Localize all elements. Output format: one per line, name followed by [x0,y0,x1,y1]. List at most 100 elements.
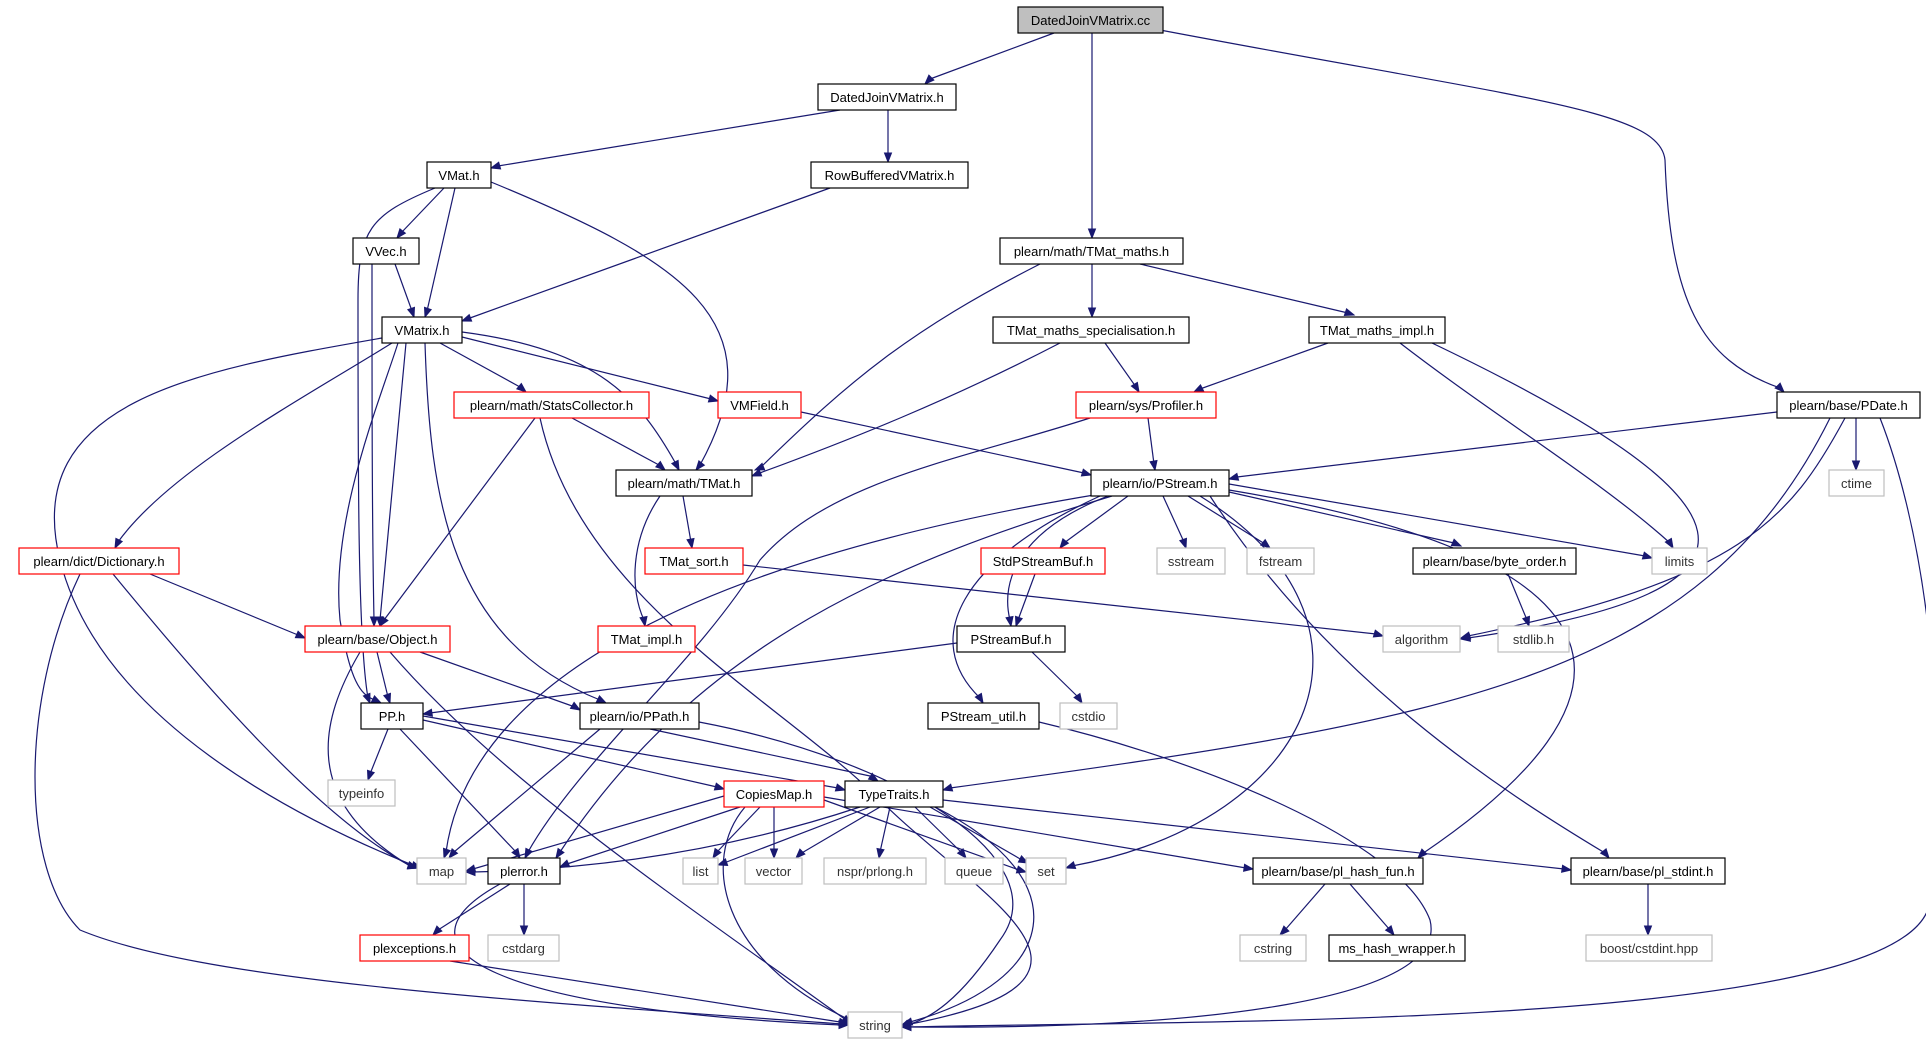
node-cstdio[interactable]: cstdio [1059,702,1118,730]
arrowhead [1242,863,1255,872]
edge-hashfun-mshash [1349,883,1395,937]
svg-text:plearn/sys/Profiler.h: plearn/sys/Profiler.h [1089,398,1203,413]
node-profiler-h[interactable]: plearn/sys/Profiler.h [1075,391,1217,419]
arrowhead [639,615,648,628]
node-vvec-h[interactable]: VVec.h [352,237,420,265]
edge-putil-string [900,721,1432,1032]
node-tmat-maths-impl-h[interactable]: TMat_maths_impl.h [1308,316,1446,344]
node-set[interactable]: set [1025,857,1067,885]
node-string[interactable]: string [847,1011,903,1039]
svg-text:plearn/base/PDate.h: plearn/base/PDate.h [1789,398,1908,413]
node-boost-cstdint-hpp[interactable]: boost/cstdint.hpp [1585,934,1713,962]
arrowhead [753,462,766,471]
node-ms-hash-wrapper-h[interactable]: ms_hash_wrapper.h [1328,934,1466,962]
node-statscollector-h[interactable]: plearn/math/StatsCollector.h [453,391,650,419]
arrowhead [1130,381,1140,394]
edge-typetraits-vector [795,806,881,859]
arrowhead [406,306,416,319]
node-ppath-h[interactable]: plearn/io/PPath.h [579,702,700,730]
node-typeinfo[interactable]: typeinfo [327,779,396,807]
node-tmat-sort-h[interactable]: TMat_sort.h [644,547,744,575]
node-datedjoinvmatrix-h[interactable]: DatedJoinVMatrix.h [817,83,957,111]
node-pstream-h[interactable]: plearn/io/PStream.h [1090,469,1230,497]
arrowhead [1450,538,1463,547]
arrowhead [382,692,392,705]
node-pl-stdint-h[interactable]: plearn/base/pl_stdint.h [1570,857,1726,885]
node-pstream-util-h[interactable]: PStream_util.h [927,702,1040,730]
node-tmat-maths-h[interactable]: plearn/math/TMat_maths.h [999,237,1184,265]
arrowhead [795,848,806,859]
svg-text:VMatrix.h: VMatrix.h [395,323,450,338]
arrowhead [1599,847,1610,860]
node-pp-h[interactable]: PP.h [360,702,424,730]
edge-djv-rbv [883,110,893,164]
edge-stdint-boostint [1643,884,1653,937]
node-rowbufferedvmatrix-h[interactable]: RowBufferedVMatrix.h [810,161,969,189]
edge-typetraits-queue [914,806,967,860]
edge-plerror-cstdarg [519,884,529,937]
arrowhead [519,925,529,937]
node-plerror-h[interactable]: plerror.h [487,857,561,885]
node-pstreambuf-h[interactable]: PStreamBuf.h [956,625,1066,653]
edge-tsort-algorithm [742,564,1385,638]
svg-text:cstdarg: cstdarg [502,941,545,956]
node-vmatrix-h[interactable]: VMatrix.h [381,316,463,344]
node-dictionary-h[interactable]: plearn/dict/Dictionary.h [18,547,180,575]
edge-object-ppath [419,651,582,711]
node-tmat-h[interactable]: plearn/math/TMat.h [615,469,753,497]
arrowhead [1384,924,1395,937]
arrowhead [883,152,893,164]
edge-object-map [327,651,419,870]
node-byte-order-h[interactable]: plearn/base/byte_order.h [1412,547,1577,575]
node-plexceptions-h[interactable]: plexceptions.h [359,934,470,962]
node-pdate-h[interactable]: plearn/base/PDate.h [1776,391,1921,419]
edge-plexc-string [449,960,850,1026]
node-vmfield-h[interactable]: VMField.h [717,391,802,419]
node-cstdarg[interactable]: cstdarg [487,934,560,962]
arrowhead [1178,537,1188,550]
arrowhead [464,867,476,877]
node-object-h[interactable]: plearn/base/Object.h [304,625,451,653]
node-pl-hash-fun-h[interactable]: plearn/base/pl_hash_fun.h [1252,857,1424,885]
node-stdpstreambuf-h[interactable]: StdPStreamBuf.h [980,547,1106,575]
node-queue[interactable]: queue [944,857,1004,885]
node-typetraits-h[interactable]: TypeTraits.h [844,780,944,808]
node-nspr-prlong-h[interactable]: nspr/prlong.h [823,857,927,885]
edge-copies-hashfun [823,796,1255,872]
svg-text:ctime: ctime [1841,476,1872,491]
svg-text:TMat_impl.h: TMat_impl.h [611,632,683,647]
svg-text:plearn/io/PStream.h: plearn/io/PStream.h [1103,476,1218,491]
node-ctime[interactable]: ctime [1828,469,1885,497]
node-tmat-impl-h[interactable]: TMat_impl.h [597,625,696,653]
arrowhead [370,694,383,704]
node-sstream[interactable]: sstream [1156,547,1226,575]
edge-tmat-tmatimpl [634,495,661,628]
svg-text:TMat_maths_impl.h: TMat_maths_impl.h [1320,323,1434,338]
node-limits[interactable]: limits [1651,547,1708,575]
arrowhead [1643,925,1653,937]
edge-typetraits-stdint [942,799,1573,873]
edge-profiler-pstream [1147,417,1158,472]
edge-tmaths-tmspec [1087,264,1097,319]
node-tmat-maths-specialisation-h[interactable]: TMat_maths_specialisation.h [992,316,1190,344]
node-vector[interactable]: vector [744,857,803,885]
edge-typetraits-string [901,806,1035,1026]
node-stdlib-h[interactable]: stdlib.h [1497,625,1570,653]
node-vmat-h[interactable]: VMat.h [426,161,492,189]
edge-pstream-stdpsb [1059,495,1129,550]
edge-pp-typeinfo [366,728,389,782]
edge-pp-typetraits [422,715,847,792]
node-fstream[interactable]: fstream [1246,547,1315,575]
svg-text:plearn/math/TMat.h: plearn/math/TMat.h [628,476,741,491]
svg-text:map: map [429,864,454,879]
node-algorithm[interactable]: algorithm [1382,625,1461,653]
edge-root-tmaths [1087,33,1097,240]
node-map[interactable]: map [416,857,467,885]
arrowhead [1343,307,1356,317]
svg-text:fstream: fstream [1259,554,1302,569]
node-copiesmap-h[interactable]: CopiesMap.h [723,780,825,808]
node-cstring[interactable]: cstring [1239,934,1307,962]
node-datedjoinvmatrix-cc[interactable]: DatedJoinVMatrix.cc [1017,6,1164,34]
node-list[interactable]: list [682,857,719,885]
arrowhead [769,848,779,860]
